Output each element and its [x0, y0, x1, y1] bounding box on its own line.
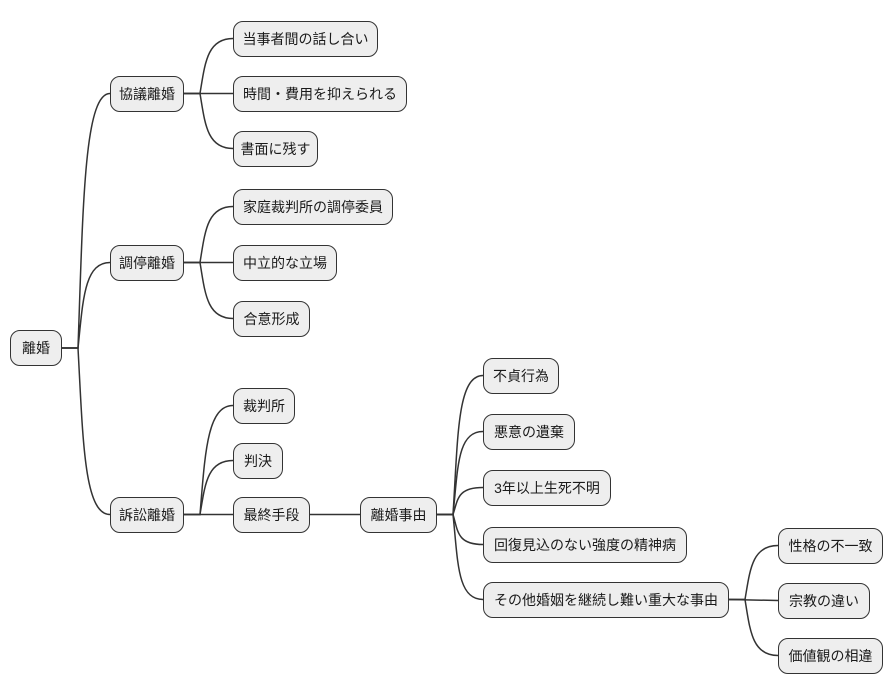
node-judgment: 判決: [233, 443, 283, 479]
edge-grounds-to-missing: [436, 486, 484, 516]
node-family-court-mediators: 家庭裁判所の調停委員: [233, 189, 393, 225]
node-neutral-position: 中立的な立場: [233, 245, 337, 281]
edge-mediated-to-consensus: [183, 261, 234, 320]
edge-grounds-to-other-reasons: [436, 513, 484, 601]
edge-grounds-to-desertion: [436, 430, 484, 516]
node-missing-over-3-years: 3年以上生死不明: [483, 470, 611, 506]
node-religious-differences: 宗教の違い: [778, 583, 870, 619]
node-discussion-between-parties: 当事者間の話し合い: [233, 21, 378, 57]
node-save-time-and-cost: 時間・費用を抑えられる: [233, 76, 407, 112]
node-malicious-desertion: 悪意の遺棄: [483, 414, 575, 450]
edge-other-to-personality: [728, 544, 779, 601]
edge-other-to-values: [728, 598, 779, 657]
edge-divorce-to-litigated: [61, 347, 111, 516]
node-litigated-divorce: 訴訟離婚: [110, 497, 184, 533]
node-mediated-divorce: 調停離婚: [110, 245, 184, 281]
node-infidelity: 不貞行為: [483, 358, 559, 394]
edge-divorce-to-mediated: [61, 261, 111, 349]
edge-litigated-to-judgment: [183, 459, 234, 516]
node-personality-mismatch: 性格の不一致: [778, 528, 883, 564]
edge-consensual-to-discussion: [183, 37, 234, 95]
node-other-grave-reasons: その他婚姻を継続し難い重大な事由: [483, 582, 729, 618]
edge-litigated-to-court: [183, 404, 234, 516]
edge-consensual-to-writing: [183, 92, 234, 150]
node-divorce: 離婚: [10, 330, 62, 366]
node-incurable-mental-illness: 回復見込のない強度の精神病: [483, 527, 687, 563]
node-grounds-for-divorce: 離婚事由: [360, 497, 437, 533]
node-last-resort: 最終手段: [233, 497, 310, 533]
edge-mediated-to-mediators: [183, 205, 234, 264]
node-keep-in-writing: 書面に残す: [233, 131, 318, 167]
edge-divorce-to-consensual: [61, 92, 111, 349]
node-differences-in-values: 価値観の相違: [778, 638, 883, 674]
node-consensual-divorce: 協議離婚: [110, 76, 184, 112]
edge-grounds-to-mental-illness: [436, 513, 484, 546]
node-consensus-building: 合意形成: [233, 301, 310, 337]
edge-grounds-to-infidelity: [436, 374, 484, 516]
node-court: 裁判所: [233, 388, 295, 424]
